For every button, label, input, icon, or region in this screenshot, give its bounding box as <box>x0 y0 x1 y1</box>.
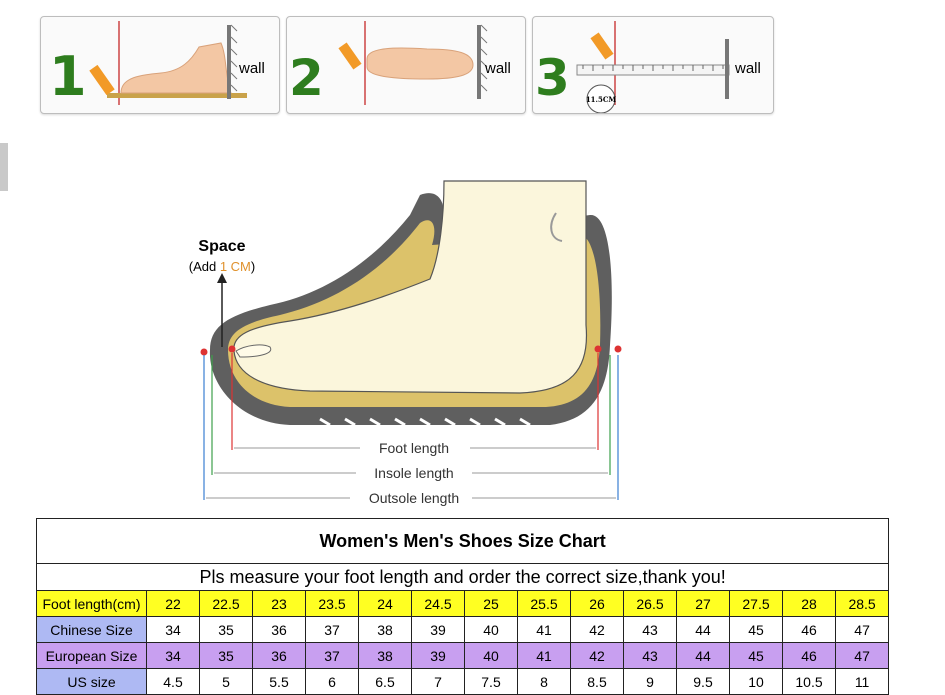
step-3-number: 3 <box>535 49 570 107</box>
table-cell: 39 <box>411 642 465 669</box>
table-cell: 23.5 <box>305 590 359 617</box>
table-cell: 34 <box>146 642 200 669</box>
table-cell: 47 <box>834 642 890 669</box>
table-cell: 5 <box>199 668 253 695</box>
step-2-number: 2 <box>289 49 324 107</box>
row-header: US size <box>36 668 147 695</box>
table-cell: 44 <box>676 642 730 669</box>
space-note-value: 1 CM <box>220 259 251 274</box>
table-cell: 27 <box>676 590 730 617</box>
table-cell: 46 <box>782 616 836 643</box>
table-cell: 47 <box>834 616 890 643</box>
table-cell: 40 <box>464 616 518 643</box>
table-cell: 10.5 <box>782 668 836 695</box>
row-header: Foot length(cm) <box>36 590 147 617</box>
table-cell: 38 <box>358 616 412 643</box>
table-cell: 22 <box>146 590 200 617</box>
table-cell: 24 <box>358 590 412 617</box>
table-row: US size 4.5 5 5.5 6 6.5 7 7.5 8 8.5 9 9.… <box>36 668 890 695</box>
table-cell: 28 <box>782 590 836 617</box>
table-row: European Size 34 35 36 37 38 39 40 41 42… <box>36 642 890 669</box>
step-2-wall-label: wall <box>484 60 511 77</box>
table-cell: 6.5 <box>358 668 412 695</box>
step-3-wall-label: wall <box>734 60 761 77</box>
table-cell: 43 <box>623 642 677 669</box>
measure-step-1: 1 wall <box>40 16 280 114</box>
shoe-measure-diagram: Space (Add 1 CM) Foot length Insole leng… <box>189 180 622 506</box>
table-cell: 26.5 <box>623 590 677 617</box>
insole-length-label: Insole length <box>374 465 453 481</box>
table-cell: 41 <box>517 642 571 669</box>
table-row: Chinese Size 34 35 36 37 38 39 40 41 42 … <box>36 616 890 643</box>
table-cell: 45 <box>729 642 783 669</box>
step-1-wall-label: wall <box>238 60 265 77</box>
table-cell: 7.5 <box>464 668 518 695</box>
table-cell: 27.5 <box>729 590 783 617</box>
size-chart-notice: Pls measure your foot length and order t… <box>35 563 890 591</box>
foot-length-label: Foot length <box>379 440 449 456</box>
step-1-number: 1 <box>49 45 87 108</box>
table-cell: 23 <box>252 590 306 617</box>
table-cell: 41 <box>517 616 571 643</box>
table-cell: 35 <box>199 642 253 669</box>
table-cell: 35 <box>199 616 253 643</box>
table-cell: 42 <box>570 642 624 669</box>
table-cell: 37 <box>305 642 359 669</box>
row-header: Chinese Size <box>36 616 147 643</box>
outsole-length-label: Outsole length <box>369 490 459 506</box>
table-cell: 43 <box>623 616 677 643</box>
table-cell: 9 <box>623 668 677 695</box>
table-cell: 39 <box>411 616 465 643</box>
ruler-reading: 11.5CM <box>586 95 617 104</box>
table-row: Foot length(cm) 22 22.5 23 23.5 24 24.5 … <box>36 590 890 617</box>
table-cell: 22.5 <box>199 590 253 617</box>
row-header: European Size <box>36 642 147 669</box>
table-cell: 25.5 <box>517 590 571 617</box>
measure-step-2: 2 wall <box>286 16 526 114</box>
table-cell: 37 <box>305 616 359 643</box>
space-title: Space <box>198 238 245 255</box>
table-cell: 6 <box>305 668 359 695</box>
table-cell: 46 <box>782 642 836 669</box>
step-1-illustration: 1 wall <box>49 21 265 108</box>
table-cell: 7 <box>411 668 465 695</box>
step-3-illustration: 3 11.5CM wall <box>535 21 761 113</box>
table-cell: 36 <box>252 642 306 669</box>
measure-step-3: 3 11.5CM wall <box>532 16 774 114</box>
table-cell: 24.5 <box>411 590 465 617</box>
table-cell: 26 <box>570 590 624 617</box>
size-chart-title: Women's Men's Shoes Size Chart <box>35 518 890 564</box>
side-scroll-tab[interactable] <box>0 143 8 191</box>
table-cell: 40 <box>464 642 518 669</box>
table-cell: 8.5 <box>570 668 624 695</box>
table-cell: 9.5 <box>676 668 730 695</box>
space-note: (Add 1 CM) <box>189 259 255 274</box>
step-2-illustration: 2 wall <box>289 21 511 107</box>
size-chart-table: Women's Men's Shoes Size Chart Pls measu… <box>35 518 890 695</box>
table-cell: 5.5 <box>252 668 306 695</box>
table-cell: 38 <box>358 642 412 669</box>
table-cell: 45 <box>729 616 783 643</box>
table-cell: 34 <box>146 616 200 643</box>
table-cell: 4.5 <box>146 668 200 695</box>
table-cell: 28.5 <box>834 590 890 617</box>
table-cell: 44 <box>676 616 730 643</box>
table-cell: 8 <box>517 668 571 695</box>
table-cell: 11 <box>834 668 890 695</box>
table-cell: 42 <box>570 616 624 643</box>
table-cell: 36 <box>252 616 306 643</box>
table-cell: 25 <box>464 590 518 617</box>
table-cell: 10 <box>729 668 783 695</box>
